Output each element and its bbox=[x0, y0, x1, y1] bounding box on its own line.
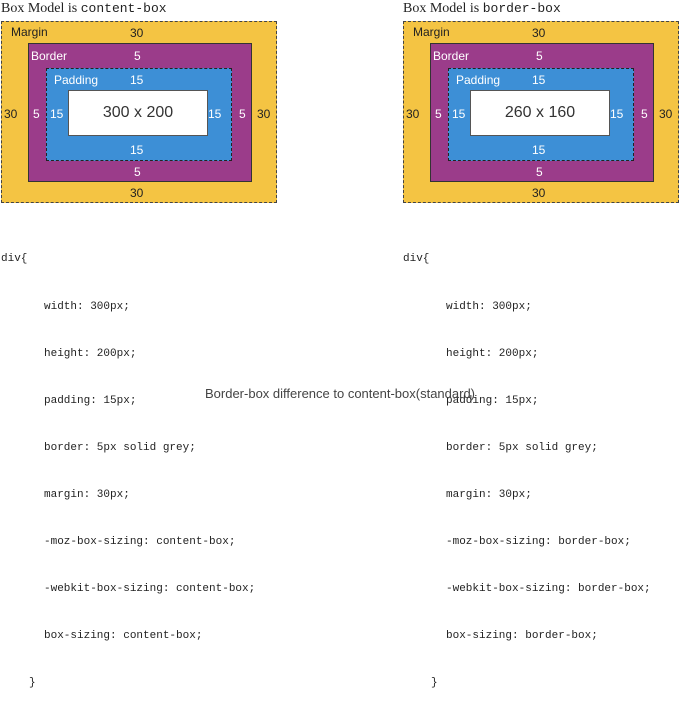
border-bottom-value: 5 bbox=[536, 165, 543, 179]
figure-caption: Border-box difference to content-box(sta… bbox=[204, 386, 476, 401]
code-line: box-sizing: content-box; bbox=[44, 630, 203, 643]
box-model-diagram: Margin 30 30 30 30 Border 5 5 5 5 Paddin… bbox=[403, 21, 679, 203]
title-prefix: Box Model is bbox=[1, 1, 81, 16]
content-dimensions: 260 x 160 bbox=[504, 104, 576, 121]
margin-right-value: 30 bbox=[659, 107, 673, 121]
code-line: } bbox=[29, 677, 36, 690]
code-line: margin: 30px; bbox=[446, 488, 532, 501]
border-top-value: 5 bbox=[536, 49, 543, 63]
padding-bottom-value: 15 bbox=[130, 143, 144, 157]
border-left-value: 5 bbox=[435, 107, 442, 121]
code-line: div{ bbox=[403, 253, 430, 266]
border-right-value: 5 bbox=[641, 107, 648, 121]
margin-right-value: 30 bbox=[257, 107, 271, 121]
border-bottom-value: 5 bbox=[134, 165, 141, 179]
title-prefix: Box Model is bbox=[403, 1, 483, 16]
padding-label: Padding bbox=[456, 73, 501, 87]
title-code: content-box bbox=[80, 1, 167, 16]
border-left-value: 5 bbox=[33, 107, 40, 121]
padding-right-value: 15 bbox=[208, 107, 222, 121]
margin-bottom-value: 30 bbox=[532, 186, 546, 200]
border-right-value: 5 bbox=[239, 107, 246, 121]
code-line: -webkit-box-sizing: border-box; bbox=[446, 583, 651, 596]
css-code-block: div{ width: 300px; height: 200px; paddin… bbox=[1, 221, 255, 723]
code-line: border: 5px solid grey; bbox=[44, 441, 196, 454]
code-line: -moz-box-sizing: border-box; bbox=[446, 535, 631, 548]
content-dimensions: 300 x 200 bbox=[102, 104, 174, 121]
content-area bbox=[470, 90, 610, 136]
margin-top-value: 30 bbox=[130, 26, 144, 40]
padding-left-value: 15 bbox=[50, 107, 64, 121]
code-line: height: 200px; bbox=[44, 347, 137, 360]
border-top-value: 5 bbox=[134, 49, 141, 63]
code-line: border: 5px solid grey; bbox=[446, 441, 598, 454]
css-code-block: div{ width: 300px; height: 200px; paddin… bbox=[403, 221, 651, 723]
panel-title: Box Model is content-box bbox=[1, 0, 167, 18]
title-code: border-box bbox=[482, 1, 561, 16]
code-line: div{ bbox=[1, 253, 28, 266]
code-line: height: 200px; bbox=[446, 347, 539, 360]
panel-title: Box Model is border-box bbox=[403, 0, 561, 18]
code-line: box-sizing: border-box; bbox=[446, 630, 598, 643]
padding-right-value: 15 bbox=[610, 107, 624, 121]
padding-label: Padding bbox=[54, 73, 99, 87]
code-line: } bbox=[431, 677, 438, 690]
margin-bottom-value: 30 bbox=[130, 186, 144, 200]
code-line: width: 300px; bbox=[446, 300, 532, 313]
margin-label: Margin bbox=[11, 25, 48, 39]
border-label: Border bbox=[31, 49, 68, 63]
code-line: margin: 30px; bbox=[44, 488, 130, 501]
margin-top-value: 30 bbox=[532, 26, 546, 40]
margin-left-value: 30 bbox=[4, 107, 18, 121]
code-line: width: 300px; bbox=[44, 300, 130, 313]
padding-top-value: 15 bbox=[130, 73, 144, 87]
code-line: -webkit-box-sizing: content-box; bbox=[44, 583, 256, 596]
padding-bottom-value: 15 bbox=[532, 143, 546, 157]
code-line: -moz-box-sizing: content-box; bbox=[44, 535, 236, 548]
margin-left-value: 30 bbox=[406, 107, 420, 121]
box-model-diagram: Margin 30 30 30 30 Border 5 5 5 5 Paddin… bbox=[1, 21, 277, 203]
margin-label: Margin bbox=[413, 25, 450, 39]
padding-left-value: 15 bbox=[452, 107, 466, 121]
padding-top-value: 15 bbox=[532, 73, 546, 87]
border-label: Border bbox=[433, 49, 470, 63]
content-area bbox=[68, 90, 208, 136]
